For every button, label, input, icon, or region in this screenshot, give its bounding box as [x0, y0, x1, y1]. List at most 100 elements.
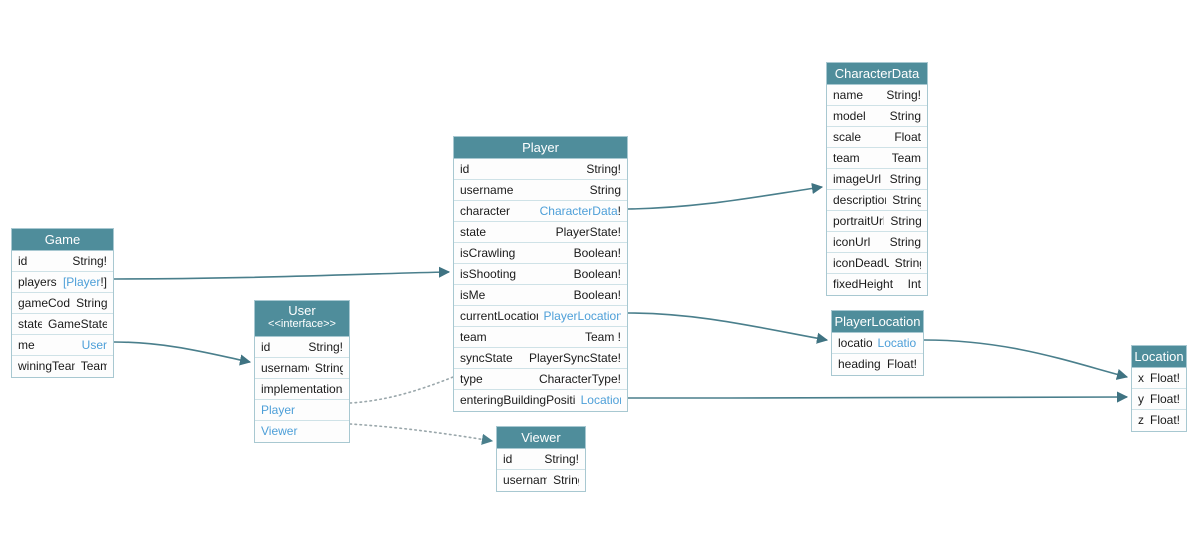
field-name: Viewer	[261, 424, 298, 438]
field-row[interactable]: me User	[12, 335, 113, 356]
field-type: Boolean!	[573, 245, 621, 260]
field-name: iconUrl	[833, 234, 871, 249]
field-name: currentLocation	[460, 308, 538, 323]
entity-header-player: Player	[454, 137, 627, 159]
field-name: id	[460, 161, 470, 176]
field-name: username	[460, 182, 514, 197]
field-name: isMe	[460, 287, 486, 302]
field-name: z	[1138, 413, 1144, 427]
field-type-link[interactable]: [Player	[62, 274, 101, 289]
field-name: name	[833, 87, 864, 102]
entity-header-location: Location	[1132, 346, 1186, 368]
field-name: syncState	[460, 350, 513, 365]
field-name: team	[833, 150, 860, 165]
field-row[interactable]: Viewer	[255, 421, 349, 442]
field-type: String!	[308, 339, 343, 354]
field-row[interactable]: gameCode String!	[12, 293, 113, 314]
field-type: [Player!]	[63, 272, 107, 293]
field-row[interactable]: heading Float!	[832, 354, 923, 375]
field-type-link[interactable]: CharacterData	[539, 203, 618, 218]
field-row[interactable]: locationLocation!	[832, 333, 923, 354]
field-type: Float	[894, 129, 921, 144]
edge-game-players-to-player	[113, 266, 451, 280]
field-row[interactable]: iconDeadUrlString	[827, 253, 927, 274]
field-row[interactable]: username String	[454, 180, 627, 201]
field-type: String	[589, 182, 621, 197]
field-name: team	[460, 329, 487, 344]
field-type: String	[553, 473, 579, 487]
field-type-link[interactable]: User	[81, 337, 107, 352]
field-type-link[interactable]: Location	[877, 335, 917, 350]
field-type: String	[889, 108, 921, 123]
field-type: Float!	[1150, 370, 1180, 385]
field-row[interactable]: scale Float	[827, 127, 927, 148]
edge-player-currentlocation-to-playerlocation	[627, 312, 829, 344]
field-type-link[interactable]: Location	[580, 393, 621, 407]
field-name: gameCode	[18, 295, 71, 310]
field-row[interactable]: players[Player!]	[12, 272, 113, 293]
field-row[interactable]: model String	[827, 106, 927, 127]
field-row[interactable]: Player	[255, 400, 349, 421]
field-name: model	[833, 108, 866, 123]
entity-user[interactable]: User<<interface>>idString!usernameString…	[254, 300, 350, 443]
field-name: iconDeadUrl	[833, 255, 889, 270]
field-name: state	[18, 316, 42, 331]
field-name: scale	[833, 129, 862, 144]
field-type: Float!	[1150, 391, 1180, 406]
field-name: me	[18, 337, 35, 352]
field-row[interactable]: id String!	[454, 159, 627, 180]
field-type: CharacterData!	[540, 201, 621, 222]
field-row[interactable]: x Float!	[1132, 368, 1186, 389]
field-type-link[interactable]: PlayerLocation	[543, 308, 622, 323]
entity-playerlocation[interactable]: PlayerLocationlocationLocation!headingFl…	[831, 310, 924, 376]
field-type: Float!	[886, 357, 917, 371]
edge-game-me-to-user	[113, 341, 252, 366]
edge-user-implements-viewer	[349, 423, 494, 445]
edge-player-enteringbuilding-to-location	[627, 391, 1129, 403]
entity-game[interactable]: GameidString!players[Player!]gameCodeStr…	[11, 228, 114, 378]
field-row[interactable]: enteringBuildingPosition Location	[454, 390, 627, 411]
field-name: heading	[838, 357, 881, 371]
field-row[interactable]: winingTeamTeam	[12, 356, 113, 377]
field-name: Player	[261, 402, 296, 417]
field-name: enteringBuildingPosition	[460, 393, 575, 407]
field-type: String	[892, 192, 921, 207]
field-type: Boolean!	[573, 266, 621, 281]
field-type: String!	[76, 295, 107, 310]
field-name: winingTeam	[18, 359, 75, 373]
field-row[interactable]: implementations	[255, 379, 349, 400]
field-name: x	[1138, 370, 1144, 385]
entity-stereotype-user: <<interface>>	[268, 318, 336, 330]
field-type: String!	[586, 161, 621, 176]
field-name: portraitUrl	[833, 213, 885, 228]
